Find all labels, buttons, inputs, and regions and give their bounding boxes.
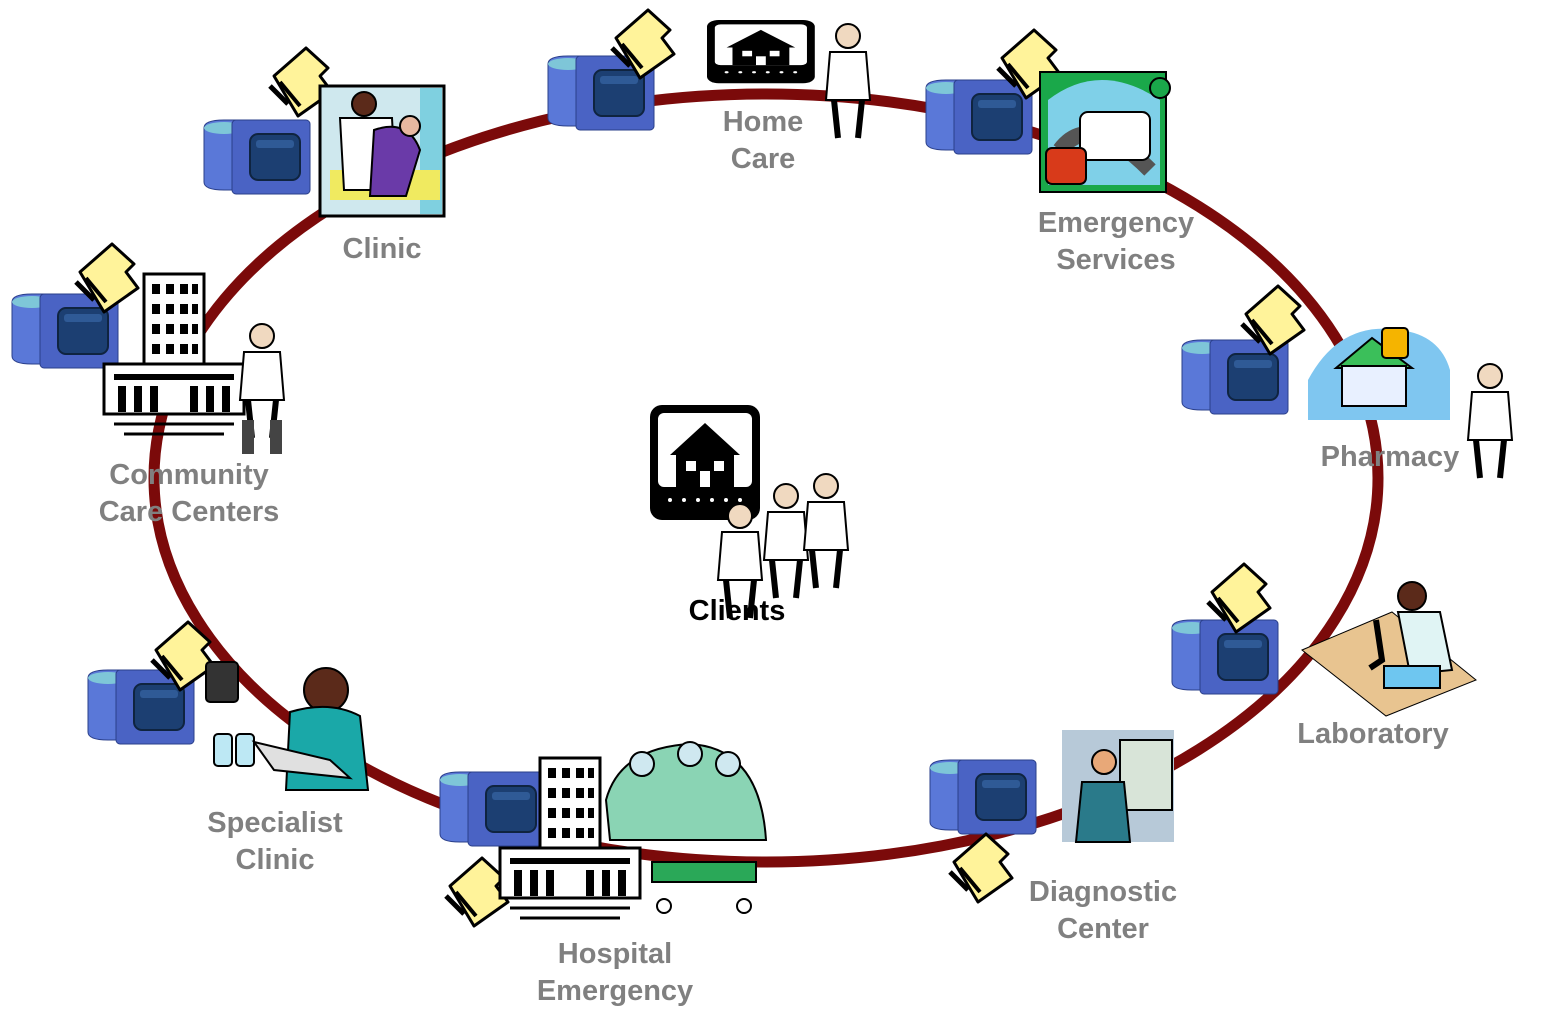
database-icon xyxy=(203,119,311,195)
surgery-icon xyxy=(498,741,768,920)
label-line: Services xyxy=(1056,244,1176,276)
label-line: Care Centers xyxy=(98,496,280,528)
database-icon xyxy=(925,79,1033,155)
label-line: Pharmacy xyxy=(1320,441,1460,473)
node-label-laboratory: Laboratory xyxy=(1283,716,1463,753)
database-icon xyxy=(1171,619,1279,695)
node-label-community-care-centers: Community Care Centers xyxy=(79,457,299,531)
ambulance-icon xyxy=(1039,71,1171,193)
label-line: Emergency xyxy=(1037,207,1195,239)
network-ring xyxy=(148,88,1384,868)
node-label-diagnostic-center: Diagnostic Center xyxy=(1013,874,1193,948)
label-line: Diagnostic xyxy=(1028,876,1178,908)
label-line: Care xyxy=(730,143,796,175)
node-label-specialist-clinic: Specialist Clinic xyxy=(185,805,365,879)
label-line: Center xyxy=(1057,913,1149,945)
center-label-clients: Clients xyxy=(667,593,807,630)
label-line: Clients xyxy=(688,595,786,627)
doctor-patient-icon xyxy=(318,84,446,218)
node-label-hospital-emergency: Hospital Emergency xyxy=(515,936,715,1010)
hospital-doctor-icon xyxy=(102,272,284,454)
house-and-family-icon xyxy=(650,405,848,618)
label-line: Emergency xyxy=(536,975,694,1007)
pharmacy-icon xyxy=(1308,327,1512,478)
label-line: Home xyxy=(722,106,804,138)
label-line: Clinic xyxy=(235,844,315,876)
node-label-pharmacy: Pharmacy xyxy=(1308,439,1472,476)
label-line: Clinic xyxy=(342,233,422,265)
node-label-clinic: Clinic xyxy=(322,231,442,268)
label-line: Laboratory xyxy=(1297,718,1449,750)
label-line: Hospital xyxy=(557,938,673,970)
label-line: Community xyxy=(109,459,269,491)
database-icon xyxy=(439,771,547,847)
node-label-emergency-services: Emergency Services xyxy=(1016,205,1216,279)
doctor-phone-icon xyxy=(205,661,370,791)
label-line: Specialist xyxy=(207,807,343,839)
xray-icon xyxy=(1062,730,1174,843)
microscope-icon xyxy=(1301,581,1477,717)
node-label-home-care: Home Care xyxy=(693,104,833,178)
database-icon xyxy=(929,759,1037,835)
